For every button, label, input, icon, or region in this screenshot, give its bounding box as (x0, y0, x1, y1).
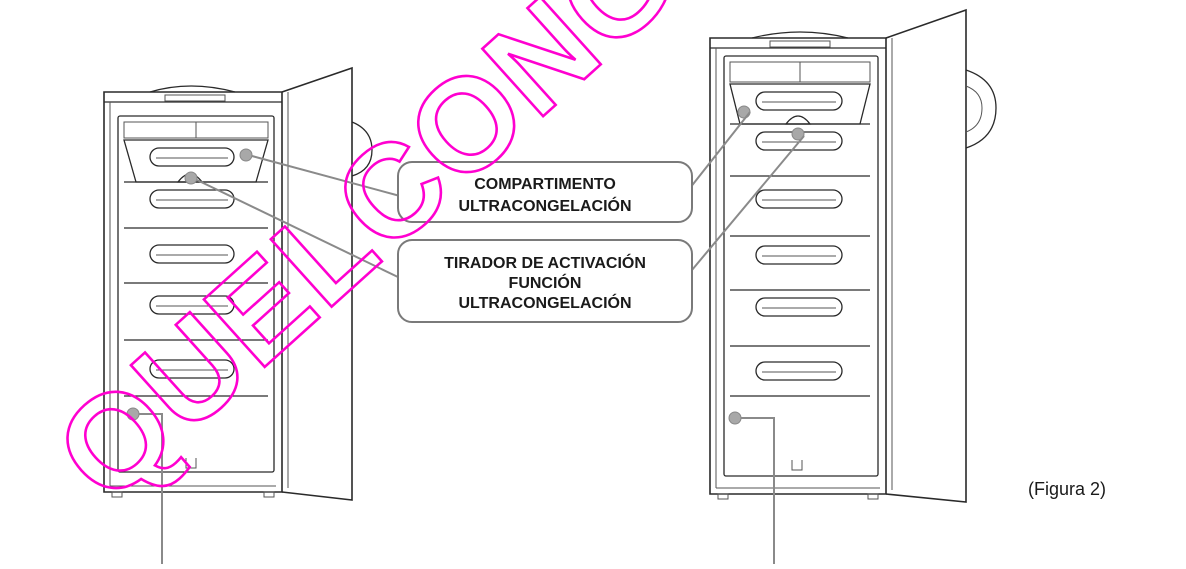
left-handle-marker (184, 171, 198, 185)
left-fast-freeze-compartment-handle (149, 147, 235, 167)
right-bottom-marker (728, 411, 742, 425)
handle-label-box: TIRADOR DE ACTIVACIÓN FUNCIÓN ULTRACONGE… (397, 239, 693, 323)
figure-caption: (Figura 2) (1028, 479, 1106, 499)
right-compartment-marker (737, 105, 751, 119)
compartment-label-line2: ULTRACONGELACIÓN (458, 196, 631, 215)
right-handle-marker (791, 127, 805, 141)
compartment-label-box: COMPARTIMENTO ULTRACONGELACIÓN (397, 161, 693, 223)
right-freezer (709, 8, 997, 564)
compartment-label-line1: COMPARTIMENTO (474, 176, 616, 193)
handle-label-line3: ULTRACONGELACIÓN (458, 293, 631, 312)
handle-label-line1: TIRADOR DE ACTIVACIÓN (444, 253, 646, 272)
left-compartment-marker (239, 148, 253, 162)
right-fast-freeze-compartment-handle (755, 91, 843, 111)
handle-label-line2: FUNCIÓN (509, 273, 582, 292)
right-activation-pull-handle (784, 115, 812, 125)
callout-lines (196, 111, 805, 279)
left-freezer (103, 66, 373, 564)
